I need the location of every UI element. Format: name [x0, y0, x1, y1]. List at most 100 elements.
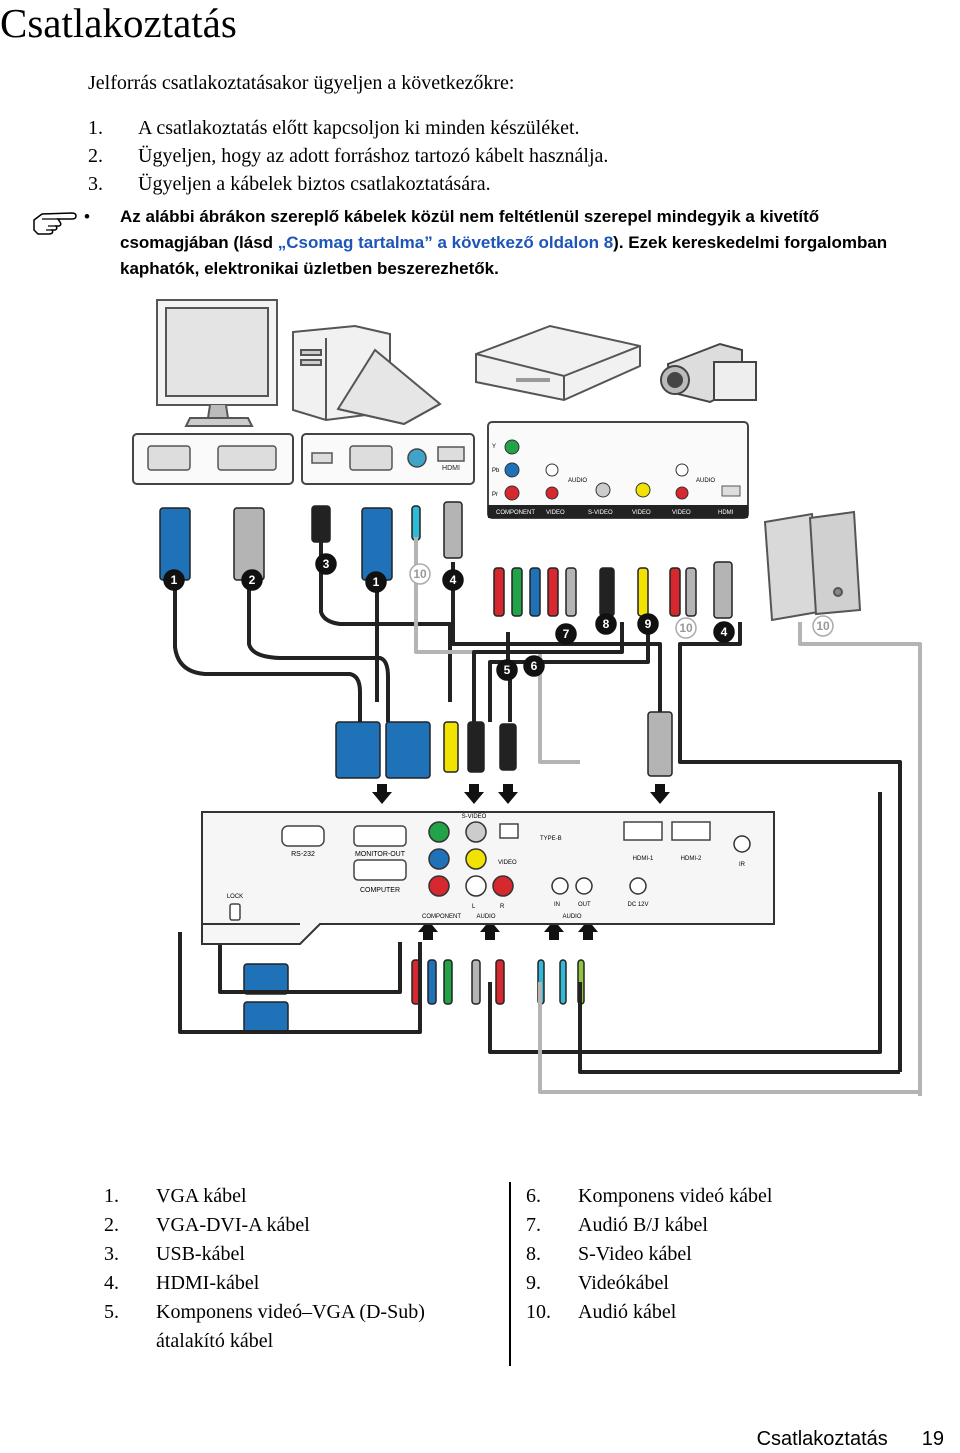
- legend-text: Audió B/J kábel: [578, 1214, 708, 1236]
- callout-badge: [812, 615, 834, 637]
- legend-text: VGA kábel: [156, 1185, 247, 1207]
- callout-number: 10: [816, 619, 830, 633]
- proj-label-audio-r: R: [500, 904, 505, 910]
- package-contents-link[interactable]: „Csomag tartalma” a következő oldalon 8: [277, 233, 614, 252]
- vga-plug: [361, 507, 393, 581]
- step-item: 1. A csatlakoztatás előtt kapcsoljon ki m…: [88, 116, 608, 144]
- rca-plug-blue: [529, 567, 541, 617]
- proj-label-type-b: TYPE-B: [540, 836, 562, 842]
- dvd-player-icon: [475, 324, 641, 402]
- legend-item: 1. VGA kábel: [104, 1182, 476, 1211]
- legend-text: USB-kábel: [156, 1243, 245, 1265]
- proj-label-audio: AUDIO: [476, 914, 495, 920]
- legend-item: 2.VGA-DVI-A kábel: [104, 1211, 476, 1240]
- legend-number: 9.: [526, 1272, 541, 1294]
- step-text: Ügyeljen, hogy az adott forráshoz tartoz…: [138, 145, 609, 167]
- usb-plug: [311, 505, 331, 543]
- vga-plug: [243, 963, 289, 995]
- vga-plug: [159, 507, 191, 581]
- callout-number: 4: [721, 625, 728, 639]
- legend-item: 7.Audió B/J kábel: [526, 1211, 898, 1240]
- footer-section: Csatlakoztatás: [756, 1428, 888, 1450]
- port-label-y: Y: [492, 444, 496, 450]
- arrow-down-icon: [650, 784, 670, 804]
- rca-plug-red: [669, 567, 681, 617]
- step-text: A csatlakoztatás előtt kapcsoljon ki min…: [138, 117, 580, 139]
- arrow-up-icon: [544, 920, 564, 940]
- rca-plug-green: [511, 567, 523, 617]
- callout-badge: [555, 623, 577, 645]
- hdmi-plug: [647, 711, 673, 777]
- callout-badge: [409, 563, 431, 585]
- rca-plug-yellow: [637, 567, 649, 617]
- legend-text: Komponens videó kábel: [578, 1185, 773, 1207]
- arrow-up-icon: [578, 920, 598, 940]
- step-item: 2. Ügyeljen, hogy az adott forráshoz tart…: [88, 144, 608, 172]
- proj-label-rs232: RS-232: [291, 851, 315, 858]
- legend-number: 4.: [104, 1272, 119, 1294]
- port-label-audio-1: AUDIO: [568, 478, 587, 484]
- legend-item: 3. USB-kábel: [104, 1240, 476, 1269]
- callout-number: 4: [450, 573, 457, 587]
- laptop-icon: [336, 348, 442, 426]
- rca-plug-white: [565, 567, 577, 617]
- pointing-hand-icon: [33, 212, 77, 235]
- arrow-up-icon: [418, 920, 438, 940]
- callout-number: 1: [171, 573, 178, 587]
- camcorder-icon: [660, 342, 757, 404]
- proj-label-lock: LOCK: [227, 894, 243, 900]
- pc-hdmi-label: HDMI: [442, 465, 460, 472]
- step-number: 2.: [88, 145, 103, 167]
- rca-plug-white: [685, 567, 697, 617]
- callout-badge: [675, 617, 697, 639]
- legend-number: 1.: [104, 1185, 119, 1207]
- usb-plug: [499, 723, 517, 771]
- step-number: 1.: [88, 117, 103, 139]
- legend-item: 5.Komponens videó–VGA (D-Sub) átalakító …: [104, 1298, 476, 1356]
- legend-number: 8.: [526, 1243, 541, 1265]
- dvi-plug: [233, 507, 265, 581]
- callout-badge: [365, 571, 387, 593]
- pc-port-panel: HDMI: [132, 433, 475, 485]
- callout-number: 6: [531, 659, 538, 673]
- callout-number: 5: [504, 663, 511, 677]
- proj-label-out: OUT: [578, 902, 591, 908]
- note-bullet: •: [84, 207, 90, 226]
- proj-label-component: COMPONENT: [422, 914, 461, 920]
- legend-item: 6. Komponens videó kábel: [526, 1182, 898, 1211]
- legend-item: 4. HDMI-kábel: [104, 1269, 476, 1298]
- note-text: Az alábbi ábrákon szereplő kábelek közül…: [120, 204, 920, 282]
- rca-plug-green: [443, 959, 453, 1005]
- port-label-video-1: VIDEO: [546, 510, 565, 516]
- proj-label-audio-io: AUDIO: [562, 914, 581, 920]
- callout-badge: [163, 569, 185, 591]
- legend-text: HDMI-kábel: [156, 1272, 260, 1294]
- proj-label-dc: DC 12V: [627, 902, 648, 908]
- hdmi-plug: [443, 501, 463, 559]
- proj-label-hdmi2: HDMI-2: [681, 856, 702, 862]
- port-label-audio-2: AUDIO: [696, 478, 715, 484]
- legend-number: 3.: [104, 1243, 119, 1265]
- intro-text: Jelforrás csatlakoztatásakor ügyeljen a …: [88, 72, 515, 94]
- callout-badge: [637, 613, 659, 635]
- vga-plug: [385, 721, 431, 779]
- arrow-down-icon: [498, 784, 518, 804]
- arrow-up-icon: [480, 920, 500, 940]
- callout-number: 1: [373, 575, 380, 589]
- callout-badge: [315, 553, 337, 575]
- cable-paths: [173, 537, 922, 1096]
- connection-diagram: HDMI Y Pb Pr AUDIO AUDIO COMPONENT VIDEO…: [132, 299, 922, 1096]
- proj-label-in: IN: [554, 902, 560, 908]
- legend-item: 10.Audió kábel: [526, 1298, 898, 1327]
- callout-badge: [496, 659, 518, 681]
- speakers-icon: [763, 510, 862, 622]
- vga-plug: [243, 1001, 289, 1033]
- callout-badge: [713, 621, 735, 643]
- callout-badge: [442, 569, 464, 591]
- port-label-video-2: VIDEO: [632, 510, 651, 516]
- port-label-s-video: S-VIDEO: [588, 510, 613, 516]
- arrow-down-icon: [372, 784, 392, 804]
- port-label-component: COMPONENT: [496, 510, 535, 516]
- legend-number: 6.: [526, 1185, 541, 1207]
- port-label-hdmi: HDMI: [718, 510, 734, 516]
